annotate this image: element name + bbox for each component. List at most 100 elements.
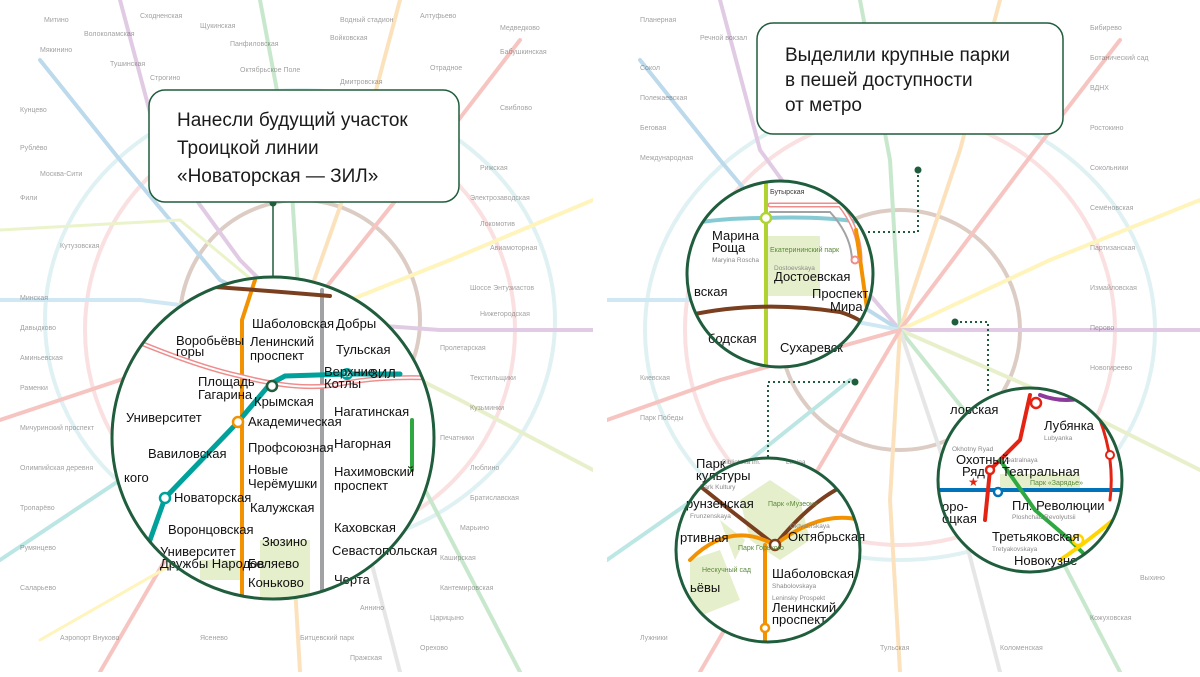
- station-tretyakovskaya-en: Tretyakovskaya: [992, 546, 1038, 553]
- station-lubyanka-en: Lubyanka: [1044, 435, 1073, 442]
- bg-label: Семёновская: [1090, 205, 1134, 212]
- station-tretyakovskaya[interactable]: Третьяковская: [992, 529, 1080, 544]
- station-belyaevo[interactable]: Беляево: [248, 556, 299, 571]
- station-sukharevskaya[interactable]: Сухаревск: [780, 340, 843, 355]
- station-dobryninskaya[interactable]: Добры: [336, 316, 376, 331]
- park-gorky: Парк Горького: [738, 545, 784, 552]
- bg-label: Тульская: [880, 645, 910, 652]
- station-oktyabrskaya[interactable]: Октябрьская: [788, 529, 865, 544]
- station-kakhovskaya[interactable]: Каховская: [334, 520, 396, 535]
- park-zaryadye: Парк «Зарядье»: [1030, 480, 1083, 487]
- bg-label: Новогиреево: [1090, 365, 1132, 372]
- station-nakhimovsky-prospekt-2: проспект: [334, 478, 388, 493]
- station-nagatinskaya[interactable]: Нагатинская: [334, 404, 409, 419]
- bg-label: Фили: [20, 195, 37, 202]
- station-vorobyovy-gory[interactable]: Воробьёвы: [176, 333, 244, 348]
- bg-label: Свиблово: [500, 104, 532, 112]
- station-krymskaya[interactable]: Крымская: [254, 394, 314, 409]
- station-universitet[interactable]: Университет: [126, 410, 202, 425]
- station-dostoevskaya-en: Dostoevskaya: [774, 265, 815, 272]
- station-kaluzhskaya[interactable]: Калужская: [250, 500, 314, 515]
- station-nagornaya[interactable]: Нагорная: [334, 436, 391, 451]
- bg-label: Сокол: [640, 65, 660, 72]
- bg-label: Авиамоторная: [490, 245, 537, 252]
- bg-label: Рублёво: [20, 144, 48, 152]
- station-partial-vskaya: вская: [694, 284, 728, 299]
- station-novatorskaya[interactable]: Новаторская: [174, 490, 251, 505]
- station-maryina-roshcha-2: Роща: [712, 240, 746, 255]
- station-nakhimovsky-prospekt[interactable]: Нахимовский: [334, 464, 414, 479]
- station-teatralnaya[interactable]: Театральная: [1002, 464, 1080, 479]
- bg-label: Люблино: [470, 464, 499, 472]
- station-partial-otskaya: оцкая: [942, 511, 977, 526]
- bg-label: Сокольники: [1090, 165, 1128, 172]
- station-maryina-roshcha[interactable]: Марина: [712, 228, 760, 243]
- station-okhotny-ryad-2: Ряд: [962, 464, 985, 479]
- station-vorontsovskaya[interactable]: Воронцовская: [168, 522, 254, 537]
- station-novye-cheryomushki[interactable]: Новые: [248, 462, 288, 477]
- bg-label: Мякинино: [40, 47, 72, 54]
- right-top-magnifier-lens: Марина Роща Maryina Roscha Бутырская Ека…: [685, 179, 875, 369]
- station-zyuzino[interactable]: Зюзино: [262, 534, 307, 549]
- bg-label: Аминьевская: [20, 355, 63, 362]
- station-leninsky-prospekt[interactable]: Ленинский: [250, 334, 314, 349]
- park-ekaterininsky: Екатерининский парк: [770, 246, 840, 254]
- station-verkhnie-kotly[interactable]: Верхние: [324, 364, 375, 379]
- station-novokuznetskaya[interactable]: Новокузне: [1014, 553, 1077, 568]
- station-shabolovskaya[interactable]: Шаболовская: [252, 316, 334, 331]
- station-vorobyovy-gory-2: горы: [176, 344, 204, 359]
- bg-label: Панфиловская: [230, 41, 279, 48]
- bg-label: ВДНХ: [1090, 85, 1109, 92]
- station-zil[interactable]: ЗИЛ: [370, 366, 396, 381]
- station-konkovo[interactable]: Коньково: [248, 575, 304, 590]
- bg-label: Москва-Сити: [40, 171, 82, 178]
- right-bottom-right-lens-border: [936, 386, 1124, 574]
- station-tulskaya[interactable]: Тульская: [336, 342, 391, 357]
- station-partial-bodskaya: бодская: [708, 331, 757, 346]
- bg-label: Коломенская: [1000, 645, 1043, 652]
- station-lubyanka[interactable]: Лубянка: [1044, 418, 1095, 433]
- bg-label: Щукинская: [200, 23, 236, 30]
- bg-label: Партизанская: [1090, 245, 1135, 252]
- station-shabolovskaya-right[interactable]: Шаболовская: [772, 566, 854, 581]
- left-callout: Нанесли будущий участок Троицкой линии «…: [148, 89, 460, 203]
- bg-label: Электрозаводская: [470, 195, 530, 202]
- station-ploshchad-gagarina[interactable]: Площадь: [198, 374, 255, 389]
- station-dostoevskaya[interactable]: Достоевская: [774, 269, 850, 284]
- bg-label: Сходненская: [140, 13, 183, 20]
- left-callout-line3: «Новаторская — ЗИЛ»: [177, 166, 378, 187]
- station-partial-bevy: ьёвы: [690, 580, 720, 595]
- station-park-kultury-en: Park Kultury: [700, 484, 736, 491]
- station-leninsky-prospekt-2: проспект: [250, 348, 304, 363]
- station-prospekt-mira[interactable]: Проспект: [812, 286, 868, 301]
- station-leninsky-right[interactable]: Ленинский: [772, 600, 836, 615]
- station-profsoyuznaya[interactable]: Профсоюзная: [248, 440, 334, 455]
- station-teatralnaya-en: Teatralnaya: [1004, 457, 1038, 464]
- bg-label: Аннино: [360, 605, 384, 612]
- bg-label: Текстильщики: [470, 375, 516, 382]
- bg-label: Олимпийская деревня: [20, 464, 93, 472]
- station-butyrskaya[interactable]: Бутырская: [770, 189, 805, 196]
- station-park-kultury[interactable]: Парк: [696, 456, 726, 471]
- bg-label: Битцевский парк: [300, 634, 355, 642]
- station-sevastopolskaya[interactable]: Севастопольская: [332, 543, 437, 558]
- bg-label: Аэропорт Внуково: [60, 635, 119, 642]
- bg-label: Отрадное: [430, 65, 462, 72]
- station-akademicheskaya[interactable]: Академическая: [248, 414, 342, 429]
- station-sportivnaya[interactable]: ртивная: [680, 530, 729, 545]
- bg-label: Кожуховская: [1090, 615, 1132, 622]
- station-universitet-druzhby-narodov-2: Дружбы Народов: [160, 556, 264, 571]
- station-vavilovskaya[interactable]: Вавиловская: [148, 446, 227, 461]
- station-okhotny-ryad[interactable]: Охотный: [956, 452, 1009, 467]
- bg-label: Митино: [44, 17, 69, 24]
- station-universitet-druzhby-narodov[interactable]: Университет: [160, 544, 236, 559]
- right-top-lens-border: [685, 179, 875, 369]
- station-frunzenskaya[interactable]: рунзенская: [686, 496, 754, 511]
- bg-label: Речной вокзал: [700, 34, 747, 42]
- bg-label: Международная: [640, 155, 693, 162]
- bg-label: Перово: [1090, 325, 1114, 332]
- bg-label: Ясенево: [200, 635, 228, 642]
- station-partial-oro: оро-: [942, 499, 968, 514]
- station-ploshchad-revolyutsii[interactable]: Пл. Революции: [1012, 498, 1105, 513]
